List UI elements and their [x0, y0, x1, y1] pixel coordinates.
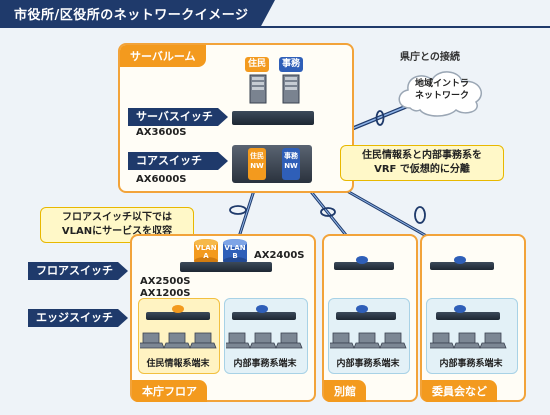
annex-floor-switch-icon [334, 262, 394, 270]
core-nw-admin: 事務 NW [282, 148, 300, 180]
page-title: 市役所/区役所のネットワークイメージ [14, 8, 249, 23]
header-banner [0, 0, 550, 28]
server-admin-label: 事務 [279, 57, 303, 72]
edge-switch-model-1: AX2500S [140, 276, 191, 287]
laptops-admin-annex-icon [330, 332, 407, 349]
laptops-resident-icon [140, 332, 217, 349]
core-switch-model: AX6000S [136, 174, 187, 185]
vlan-a-label: VLAN A [195, 244, 217, 260]
core-switch-icon [232, 145, 312, 183]
vlan-b-label: VLAN B [224, 244, 246, 260]
edge-port-committee-icon [454, 305, 466, 313]
server-rack-admin-icon [282, 74, 300, 104]
floor-switch-model: AX2400S [254, 250, 305, 261]
server-resident-label: 住民 [245, 57, 269, 72]
laptops-admin-committee-icon [430, 332, 507, 349]
edge-port-admin-main-icon [256, 305, 268, 313]
annex-floor-port-icon [356, 256, 368, 264]
annex-label: 別館 [324, 380, 366, 402]
laptops-admin-main-icon [226, 332, 303, 349]
resident-terminal-label: 住民情報系端末 [146, 359, 210, 369]
admin-terminal-label-committee: 内部事務系端末 [439, 359, 503, 369]
cloud-label: 地域イントラ ネットワーク [414, 79, 469, 101]
edge-switch-admin-main-icon [232, 312, 296, 320]
edge-switch-resident-icon [146, 312, 210, 320]
edge-switch-annex-icon [336, 312, 396, 320]
edge-port-annex-icon [356, 305, 368, 313]
server-switch-model: AX3600S [136, 127, 187, 138]
server-rack-resident-icon [249, 74, 267, 104]
vrf-callout: 住民情報系と内部事務系を VRF で仮想的に分離 [340, 145, 504, 181]
server-switch-icon [232, 111, 314, 125]
core-nw-resident: 住民 NW [248, 148, 266, 180]
edge-switch-model-2: AX1200S [140, 288, 191, 299]
committee-label: 委員会など [422, 380, 497, 402]
core-switch-tag: コアスイッチ [128, 152, 228, 170]
main-floor-label: 本庁フロア [132, 380, 207, 402]
floor-switch-icon [180, 262, 272, 272]
edge-switch-committee-icon [436, 312, 500, 320]
edge-port-resident-icon [172, 305, 184, 313]
admin-terminal-label-annex: 内部事務系端末 [336, 359, 400, 369]
cloud-icon [398, 71, 482, 117]
edge-switch-tag: エッジスイッチ [28, 309, 128, 327]
committee-floor-port-icon [454, 256, 466, 264]
admin-terminal-label-main: 内部事務系端末 [233, 359, 297, 369]
floor-switch-tag: フロアスイッチ [28, 262, 128, 280]
committee-floor-switch-icon [430, 262, 494, 270]
server-room-label: サーバルーム [120, 45, 206, 67]
server-switch-tag: サーバスイッチ [128, 108, 228, 126]
prefecture-connection-label: 県庁との接続 [400, 52, 460, 63]
